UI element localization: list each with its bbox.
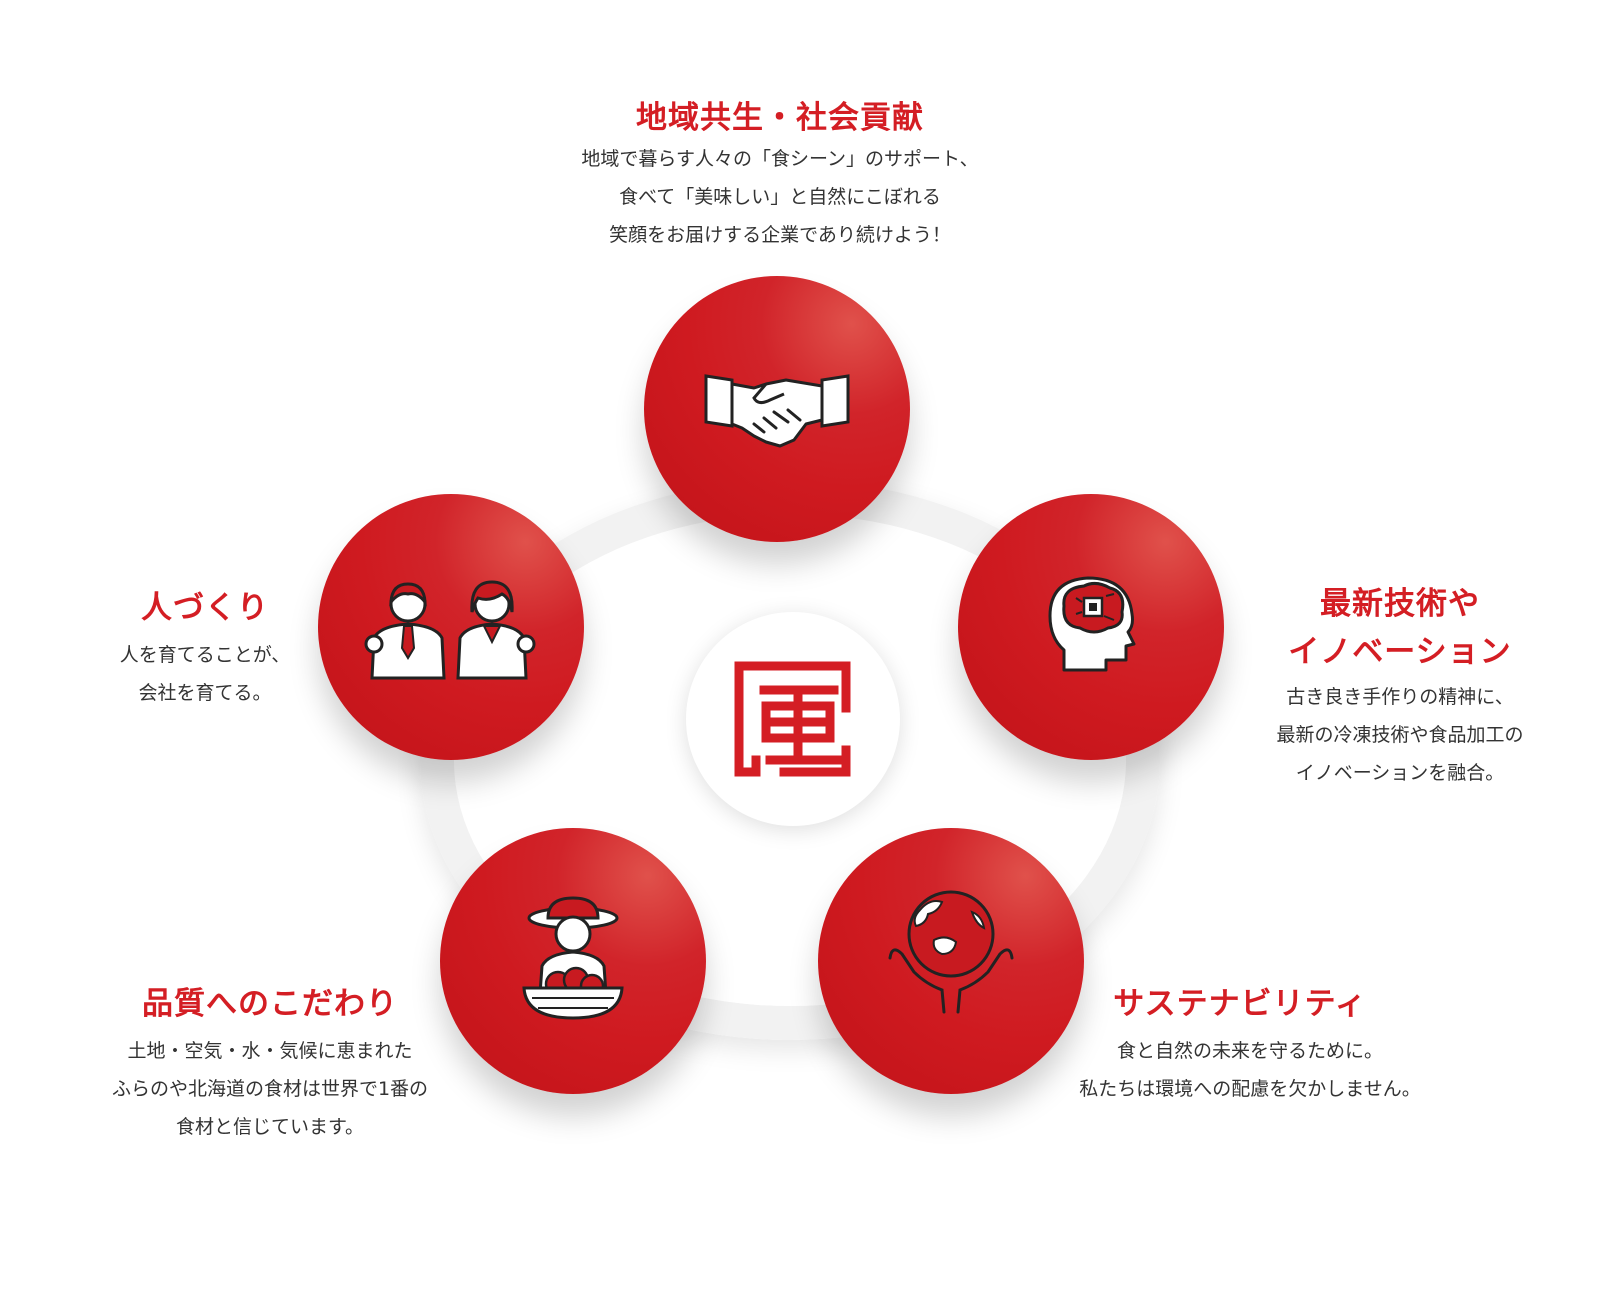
- sustainability-node: [818, 828, 1084, 1094]
- sustainability-title: サステナビリティ: [1113, 986, 1367, 1022]
- people-description: 人を育てることが、 会社を育てる。: [70, 636, 340, 712]
- innovation-description: 古き良き手作りの精神に、 最新の冷凍技術や食品加工の イノベーションを融合。: [1240, 678, 1560, 792]
- sustainability-line-2: 私たちは環境への配慮を欠かしません。: [1079, 1078, 1421, 1100]
- people-title: 人づくり: [141, 590, 269, 626]
- community-description: 地域で暮らす人々の「食シーン」のサポート、 食べて「美味しい」と自然にこぼれる …: [500, 140, 1060, 254]
- quality-description: 土地・空気・水・気候に恵まれた ふらのや北海道の食材は世界で1番の 食材と信じて…: [70, 1032, 470, 1146]
- people-node: [318, 494, 584, 760]
- innovation-node: [958, 494, 1224, 760]
- community-title: 地域共生・社会貢献: [636, 100, 924, 136]
- community-line-3: 笑顔をお届けする企業であり続けよう！: [609, 224, 951, 246]
- brain-chip-icon: [1048, 576, 1136, 672]
- innovation-line-2: 最新の冷凍技術や食品加工の: [1276, 724, 1524, 746]
- quality-title: 品質へのこだわり: [142, 986, 398, 1022]
- center-logo-badge: [686, 612, 900, 826]
- farmer-basket-icon: [522, 896, 624, 1020]
- quality-line-1: 土地・空気・水・気候に恵まれた: [127, 1040, 413, 1062]
- innovation-title-line-2: イノベーション: [1288, 634, 1512, 670]
- innovation-title: 最新技術や イノベーション: [1230, 580, 1570, 676]
- quality-line-2: ふらのや北海道の食材は世界で1番の: [111, 1078, 429, 1100]
- business-people-icon: [364, 580, 536, 680]
- people-line-1: 人を育てることが、: [119, 644, 291, 666]
- community-line-2: 食べて「美味しい」と自然にこぼれる: [619, 186, 941, 208]
- community-node: [644, 276, 910, 542]
- globe-hands-icon: [888, 890, 1014, 1014]
- quality-node: [440, 828, 706, 1094]
- people-line-2: 会社を育てる。: [138, 682, 272, 704]
- handshake-icon: [704, 374, 850, 448]
- sustainability-line-1: 食と自然の未来を守るために。: [1116, 1040, 1383, 1062]
- innovation-title-line-1: 最新技術や: [1320, 586, 1480, 622]
- community-line-1: 地域で暮らす人々の「食シーン」のサポート、: [581, 148, 979, 170]
- quality-line-3: 食材と信じています。: [175, 1116, 365, 1138]
- innovation-line-3: イノベーションを融合。: [1295, 762, 1505, 784]
- innovation-line-1: 古き良き手作りの精神に、: [1286, 686, 1514, 708]
- sustainability-description: 食と自然の未来を守るために。 私たちは環境への配慮を欠かしません。: [1040, 1032, 1460, 1108]
- kanji-logo-icon: [734, 661, 851, 777]
